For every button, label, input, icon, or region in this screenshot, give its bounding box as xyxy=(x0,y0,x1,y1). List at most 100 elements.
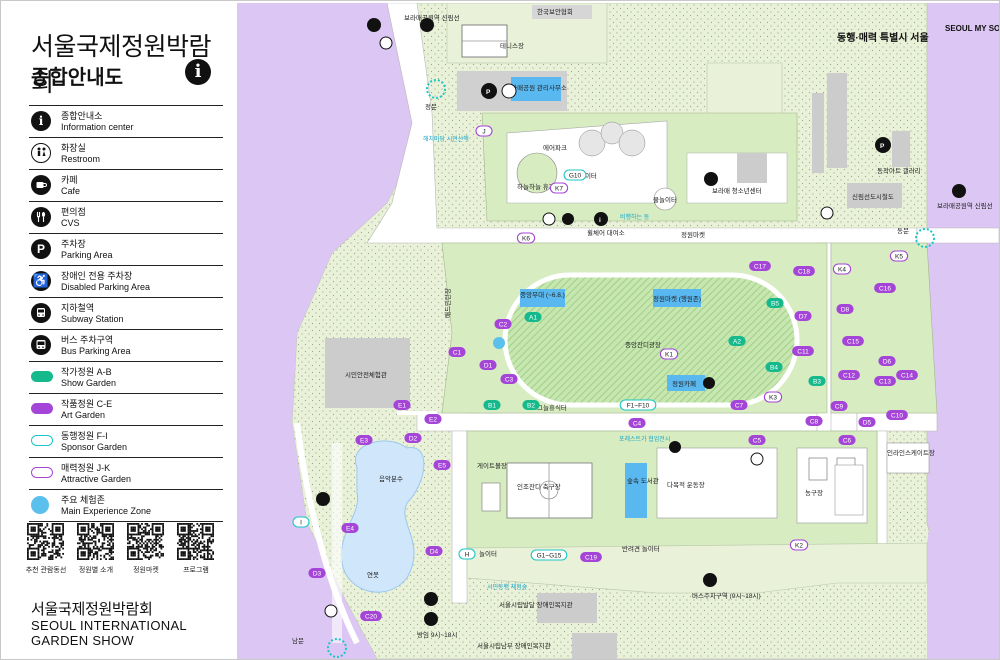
garden-marker-d4[interactable] xyxy=(425,546,443,556)
garden-marker-c9[interactable] xyxy=(830,401,848,411)
garden-marker-c15[interactable] xyxy=(842,336,864,346)
garden-marker-k4[interactable] xyxy=(832,263,852,275)
place-label: 에어파크 xyxy=(543,143,567,152)
garden-marker-c8[interactable] xyxy=(805,416,823,426)
garden-marker-d6[interactable] xyxy=(878,356,896,366)
garden-marker-c4[interactable] xyxy=(628,418,646,428)
qr-label: 정원마켓 xyxy=(133,567,159,574)
garden-marker-label: D1 xyxy=(484,362,493,369)
garden-marker-d2[interactable] xyxy=(404,433,422,443)
garden-marker-label: I xyxy=(300,519,302,526)
garden-marker-k6[interactable] xyxy=(516,232,536,244)
garden-marker-c11[interactable] xyxy=(792,346,814,356)
park-map[interactable]: 중앙무대 (~6.8.) 정원마켓 (행원존) 정원카페 보라매공원 관리사무소… xyxy=(237,3,999,659)
garden-marker-i[interactable] xyxy=(292,516,310,528)
garden-marker-c2[interactable] xyxy=(494,319,512,329)
legend-label-en: Information center xyxy=(61,122,134,132)
garden-marker-k7[interactable] xyxy=(549,182,569,194)
garden-marker-d5[interactable] xyxy=(858,417,876,427)
legend-label-ko: 지하철역 xyxy=(61,303,95,313)
garden-marker-label: C6 xyxy=(843,437,852,444)
building xyxy=(532,5,592,19)
garden-marker-k3[interactable] xyxy=(763,391,783,403)
qr-code[interactable] xyxy=(77,523,114,560)
outside-area-west xyxy=(237,3,412,659)
garden-marker-d8[interactable] xyxy=(836,304,854,314)
garden-marker-b1[interactable] xyxy=(483,400,501,410)
garden-marker-e1[interactable] xyxy=(393,400,411,410)
legend-item-attractive-garden: 매력정원 J-K Attractive Garden xyxy=(29,457,223,489)
place-label: 서울시립남부 장애인복지관 xyxy=(477,641,551,650)
legend-item-restroom: 화장실 Restroom xyxy=(29,137,223,169)
garden-marker-c17[interactable] xyxy=(749,261,771,271)
garden-marker-label: C17 xyxy=(754,263,766,270)
parking-icon xyxy=(481,83,497,99)
place-label: 동문 xyxy=(897,227,909,235)
qr-code[interactable] xyxy=(27,523,64,560)
legend-label-en: Art Garden xyxy=(61,410,106,420)
garden-marker-c20[interactable] xyxy=(360,611,382,621)
legend-item-subway: 지하철역 Subway Station xyxy=(29,297,223,329)
garden-marker-c1[interactable] xyxy=(448,347,466,357)
legend-label-en: Attractive Garden xyxy=(61,474,132,484)
place-label: 테니스장 xyxy=(500,41,524,50)
art-garden-pill-icon xyxy=(31,403,53,414)
experience-zone-dot xyxy=(493,337,505,349)
garden-marker-c6[interactable] xyxy=(838,435,856,445)
poster-title: 서울국제정원박람회 xyxy=(31,33,212,97)
garden-marker-j[interactable] xyxy=(475,125,493,137)
qr-code[interactable] xyxy=(177,523,214,560)
garden-marker-label: D6 xyxy=(883,358,892,365)
garden-cafe-label: 정원카페 xyxy=(672,379,696,388)
garden-marker-c14[interactable] xyxy=(896,370,918,380)
garden-marker-b5[interactable] xyxy=(766,298,784,308)
garden-marker-label: C5 xyxy=(753,437,762,444)
garden-marker-c19[interactable] xyxy=(580,552,602,562)
garden-marker-c5[interactable] xyxy=(748,435,766,445)
garden-marker-e5[interactable] xyxy=(433,460,451,470)
garden-marker-c16[interactable] xyxy=(874,283,896,293)
garden-marker-c7[interactable] xyxy=(730,400,748,410)
garden-marker-label: G10 xyxy=(569,172,582,179)
garden-marker-g1-g15[interactable] xyxy=(530,549,568,561)
garden-marker-e3[interactable] xyxy=(355,435,373,445)
garden-marker-d3[interactable] xyxy=(308,568,326,578)
garden-marker-k5[interactable] xyxy=(889,250,909,262)
garden-marker-k1[interactable] xyxy=(659,348,679,360)
qr-code[interactable] xyxy=(127,523,164,560)
legend-label-en: Show Garden xyxy=(61,378,117,388)
garden-marker-c12[interactable] xyxy=(838,370,860,380)
garden-marker-a1[interactable] xyxy=(524,312,542,322)
garden-marker-c10[interactable] xyxy=(886,410,908,420)
parking-icon xyxy=(875,137,891,153)
garden-marker-c18[interactable] xyxy=(793,266,815,276)
garden-marker-label: D3 xyxy=(313,570,322,577)
garden-marker-g10[interactable] xyxy=(563,169,587,181)
garden-marker-d1[interactable] xyxy=(479,360,497,370)
legend-label-ko: 주요 체험존 xyxy=(61,495,105,505)
path-label: 포레스트가 협업전시 xyxy=(619,435,670,443)
facility-icons: P i P xyxy=(316,18,966,626)
garden-marker-c13[interactable] xyxy=(874,376,896,386)
legend-item-disabled-parking: ♿ 장애인 전용 주차장 Disabled Parking Area xyxy=(29,265,223,297)
legend-label-ko: 작품정원 C-E xyxy=(61,399,113,409)
garden-marker-c3[interactable] xyxy=(500,374,518,384)
garden-marker-h[interactable] xyxy=(458,548,476,560)
garden-marker-e2[interactable] xyxy=(424,414,442,424)
attractive-garden-pill-icon xyxy=(31,467,53,478)
garden-marker-k2[interactable] xyxy=(789,539,809,551)
garden-marker-e4[interactable] xyxy=(341,523,359,533)
garden-marker-f1-f10[interactable] xyxy=(619,399,657,411)
garden-marker-d7[interactable] xyxy=(794,311,812,321)
qr-code-row: 추천 관람동선 정원별 소개 정원마켓 프로그램 xyxy=(25,523,225,583)
garden-marker-b4[interactable] xyxy=(765,362,783,372)
garden-marker-label: D8 xyxy=(841,306,850,313)
garden-marker-b3[interactable] xyxy=(808,376,826,386)
garden-marker-b2[interactable] xyxy=(522,400,540,410)
outside-area-east xyxy=(927,228,999,659)
garden-marker-label: D2 xyxy=(409,435,418,442)
parking-icon xyxy=(424,592,438,606)
place-label: 보라매공원역 신림선 xyxy=(937,201,993,210)
garden-marker-a2[interactable] xyxy=(728,336,746,346)
legend-item-cvs: 편의점 CVS xyxy=(29,201,223,233)
